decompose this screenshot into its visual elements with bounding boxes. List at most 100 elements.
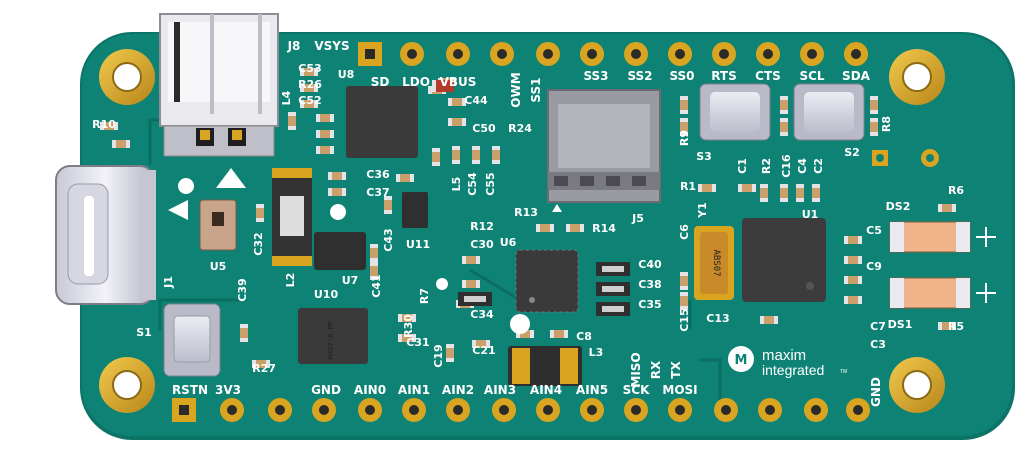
silk-label: C31 bbox=[406, 336, 429, 349]
ic-u1 bbox=[742, 218, 826, 302]
silk-label: C2 bbox=[812, 158, 825, 174]
silk-label: MISO bbox=[629, 352, 643, 387]
silk-label: R7 bbox=[418, 288, 431, 304]
silk-label: VBUS bbox=[440, 75, 477, 89]
silk-label: RTS bbox=[711, 69, 737, 83]
silk-label: C38 bbox=[638, 278, 661, 291]
silk-label: R13 bbox=[514, 206, 538, 219]
header-pin bbox=[804, 398, 828, 422]
smd-part bbox=[550, 330, 568, 338]
silk-label: C13 bbox=[706, 312, 729, 325]
led-ds1 bbox=[889, 277, 971, 309]
top-header-pins bbox=[358, 42, 868, 66]
reset-button-s1[interactable] bbox=[163, 303, 221, 377]
small-ic bbox=[458, 292, 492, 306]
header-pin bbox=[668, 398, 692, 422]
silk-label: C34 bbox=[470, 308, 494, 321]
header-pin bbox=[220, 398, 244, 422]
button-s3[interactable] bbox=[699, 83, 771, 141]
header-pin bbox=[756, 42, 780, 66]
smd-part bbox=[398, 334, 416, 342]
silk-label: U7 bbox=[342, 274, 359, 287]
silk-label: AIN2 bbox=[442, 383, 474, 397]
silk-label: C5 bbox=[866, 224, 882, 237]
silk-label: U5 bbox=[210, 260, 227, 273]
smd-part bbox=[780, 96, 788, 114]
header-pin bbox=[758, 398, 782, 422]
smd-components bbox=[100, 68, 956, 368]
smd-part bbox=[452, 146, 460, 164]
silk-label: C52 bbox=[298, 94, 321, 107]
smd-part bbox=[432, 148, 440, 166]
header-pin bbox=[846, 398, 870, 422]
silk-label: RX bbox=[649, 360, 663, 379]
header-pin bbox=[358, 398, 382, 422]
test-pads bbox=[872, 149, 939, 167]
silk-label: R27 bbox=[252, 362, 276, 375]
smd-part bbox=[698, 184, 716, 192]
smd-part bbox=[300, 100, 318, 108]
smd-part bbox=[288, 112, 296, 130]
smd-part bbox=[462, 256, 480, 264]
silk-label: C53 bbox=[298, 62, 321, 75]
smd-part bbox=[780, 118, 788, 136]
silk-label: C30 bbox=[470, 238, 494, 251]
smd-part bbox=[472, 340, 490, 348]
silk-label: S1 bbox=[136, 326, 152, 339]
silk-label: U10 bbox=[314, 288, 339, 301]
smd-part bbox=[396, 174, 414, 182]
inductor-l3 bbox=[508, 346, 582, 386]
button-s2[interactable] bbox=[793, 83, 865, 141]
svg-text:M: M bbox=[735, 353, 748, 368]
silk-label: C36 bbox=[366, 168, 390, 181]
silk-label: L2 bbox=[284, 273, 297, 288]
connector-j5 bbox=[547, 89, 661, 203]
silk-label: L3 bbox=[589, 346, 604, 359]
smd-part bbox=[844, 296, 862, 304]
logo-sub: integrated bbox=[762, 362, 824, 378]
smd-part bbox=[738, 184, 756, 192]
small-ic bbox=[596, 302, 630, 316]
ic-u6 bbox=[515, 249, 579, 313]
silk-label: VSYS bbox=[314, 39, 349, 53]
silk-label: SCK bbox=[623, 383, 650, 397]
silk-label: OWM bbox=[509, 72, 523, 107]
smd-part bbox=[844, 256, 862, 264]
smd-part bbox=[812, 184, 820, 202]
smd-part bbox=[398, 314, 416, 322]
silk-label: C9 bbox=[866, 260, 882, 273]
smd-part bbox=[370, 244, 378, 262]
led-ds2 bbox=[889, 221, 971, 253]
smd-part bbox=[844, 276, 862, 284]
silk-label: LDO bbox=[402, 75, 430, 89]
header-pin bbox=[536, 398, 560, 422]
smd-part bbox=[680, 96, 688, 114]
silk-label: GND bbox=[311, 383, 341, 397]
header-pin bbox=[624, 42, 648, 66]
smd-part bbox=[448, 98, 466, 106]
small-ic bbox=[596, 282, 630, 296]
silk-label: AIN3 bbox=[484, 383, 516, 397]
header-pin bbox=[536, 42, 560, 66]
silk-label: C35 bbox=[638, 298, 661, 311]
smd-part bbox=[300, 84, 318, 92]
silk-label: C40 bbox=[638, 258, 662, 271]
smd-part bbox=[446, 344, 454, 362]
silk-label: SS0 bbox=[669, 69, 694, 83]
silk-label: C37 bbox=[366, 186, 389, 199]
smd-part bbox=[566, 224, 584, 232]
ic-u5 bbox=[199, 199, 237, 251]
silk-label: SS3 bbox=[583, 69, 608, 83]
silk-label: C43 bbox=[382, 228, 395, 251]
smd-part bbox=[316, 130, 334, 138]
silk-label: R30 bbox=[402, 314, 415, 338]
silk-label: U11 bbox=[406, 238, 430, 251]
header-pin bbox=[800, 42, 824, 66]
smd-part bbox=[536, 224, 554, 232]
silk-label: SS2 bbox=[627, 69, 652, 83]
smd-part bbox=[516, 330, 534, 338]
mounting-holes bbox=[99, 49, 945, 413]
bottom-header-pins bbox=[172, 398, 870, 422]
smd-part bbox=[760, 316, 778, 324]
